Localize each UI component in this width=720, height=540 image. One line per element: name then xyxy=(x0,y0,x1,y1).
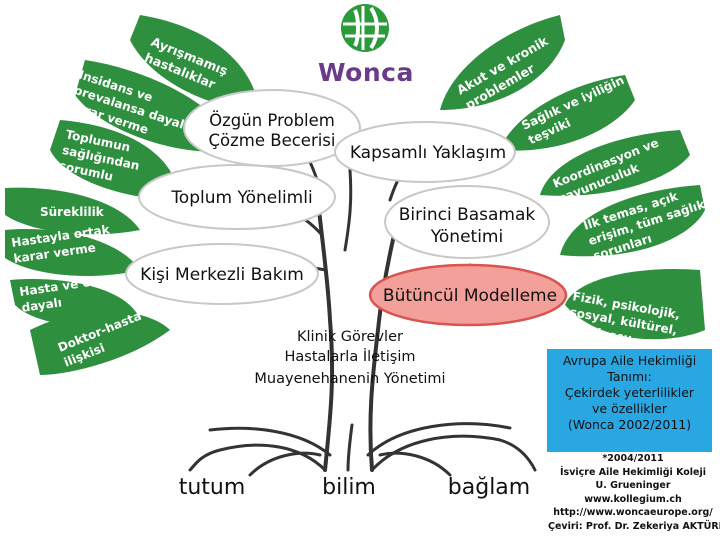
leaf-shape xyxy=(5,187,140,235)
left-leaf-group xyxy=(5,15,260,375)
competency-ovals xyxy=(125,89,568,327)
left-leaf-line: dayalı xyxy=(21,295,63,314)
leaf-shape xyxy=(30,311,170,375)
credits-line: http://www.woncaeurope.org/ xyxy=(553,507,713,519)
credits-line: İsviçre Aile Hekimliği Koleji xyxy=(560,466,706,478)
oval-primary-care xyxy=(384,185,550,259)
oval-comprehensive xyxy=(334,121,516,183)
trunk-label: Klinik Görevler xyxy=(297,329,403,345)
right-leaf-group xyxy=(440,15,705,340)
leaf-shape xyxy=(540,130,690,196)
oval-label: Bütüncül Modelleme xyxy=(383,286,557,306)
info-box-line: Tanımı: xyxy=(607,369,652,384)
oval-label: Kişi Merkezli Bakım xyxy=(140,265,304,285)
oval-label: Toplum Yönelimli xyxy=(170,188,312,208)
oval-label: Özgün Problem xyxy=(209,111,335,130)
credits-line: Çeviri: Prof. Dr. Zekeriya AKTÜRK xyxy=(548,520,720,532)
info-box-line: Çekirdek yeterlilikler xyxy=(564,385,695,400)
trunk-label: Hastalarla İletişim xyxy=(285,347,416,365)
oval-label: Çözme Becerisi xyxy=(209,131,336,150)
leaf-shape xyxy=(5,229,140,277)
leaf-shape xyxy=(130,15,260,110)
oval-label: Kapsamlı Yaklaşım xyxy=(350,143,506,163)
trunk-label: Muayenehanenin Yönetimi xyxy=(254,371,445,387)
wonca-globe-icon xyxy=(341,4,389,52)
info-box: Avrupa Aile Hekimliği Tanımı: Çekirdek y… xyxy=(547,349,712,452)
leaf-shape xyxy=(560,185,705,257)
oval-holistic-highlight xyxy=(368,263,568,327)
root-label-science: bilim xyxy=(322,475,376,500)
leaf-shape xyxy=(50,120,180,200)
credits-line: www.kollegium.ch xyxy=(584,493,682,505)
left-leaf-label: Süreklilik xyxy=(40,205,105,219)
oval-person-centred xyxy=(125,243,319,305)
leaf-shape xyxy=(500,75,635,151)
credits-line: *2004/2011 xyxy=(602,453,664,464)
oval-community xyxy=(138,164,336,230)
info-box-line: Avrupa Aile Hekimliği xyxy=(562,353,697,368)
leaf-shape xyxy=(440,15,565,110)
oval-label: Birinci Basamak xyxy=(399,205,536,225)
left-leaf-line: Süreklilik xyxy=(40,205,105,219)
root-label-context: bağlam xyxy=(448,475,530,500)
info-box-line: ve özellikler xyxy=(592,401,667,416)
info-box-line: (Wonca 2002/2011) xyxy=(567,417,692,432)
leaf-shape xyxy=(565,268,705,340)
root-label-attitude: tutum xyxy=(179,475,246,500)
root-labels: tutum bilim bağlam xyxy=(179,475,531,500)
oval-label: Yönetimi xyxy=(430,227,503,247)
wonca-logo-text: Wonca xyxy=(318,58,414,87)
credits: *2004/2011 İsviçre Aile Hekimliği Koleji… xyxy=(548,452,720,534)
trunk-labels: Klinik Görevler Hastalarla İletişim Muay… xyxy=(254,329,445,387)
oval-labels: Özgün Problem Çözme Becerisi Kapsamlı Ya… xyxy=(140,111,557,306)
credits-line: U. Grueninger xyxy=(595,480,671,492)
